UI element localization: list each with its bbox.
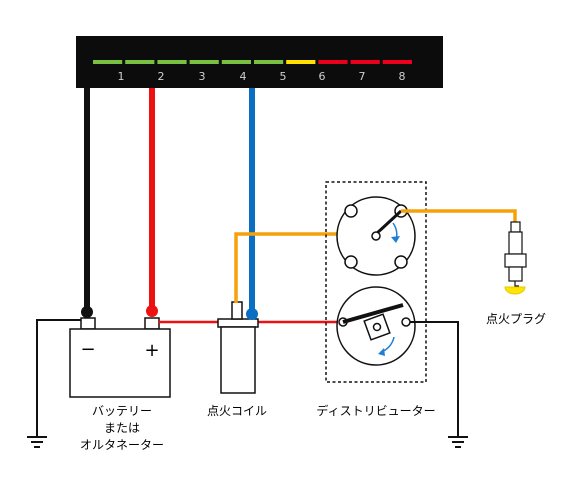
meter-number-1: 1 — [118, 70, 125, 83]
meter-segments — [93, 60, 412, 64]
meter-segment — [254, 60, 284, 64]
battery-ground-wire — [36, 319, 90, 437]
battery-negative-sign: − — [80, 339, 95, 360]
meter-segment — [382, 60, 412, 64]
meter-segment — [125, 60, 155, 64]
battery-positive-sign: + — [144, 340, 159, 361]
meter-number-8: 8 — [399, 70, 406, 83]
meter-number-5: 5 — [280, 70, 287, 83]
ground-symbol-right — [448, 436, 468, 448]
spark-plug-icon — [504, 221, 527, 295]
meter-number-3: 3 — [199, 70, 206, 83]
battery-label-line1: バッテリー — [92, 404, 152, 418]
battery-body — [69, 328, 171, 398]
meter-number-2: 2 — [158, 70, 165, 83]
battery-label-line2: または — [104, 421, 140, 435]
breaker-arm — [342, 303, 404, 324]
meter-number-4: 4 — [240, 70, 247, 83]
ignition-coil — [217, 301, 259, 394]
orange-wire-distributor-to-plug — [401, 209, 517, 224]
spark-glow — [504, 286, 526, 295]
meter-numbers: 1 2 3 4 5 6 7 8 — [118, 70, 406, 83]
battery-positive-terminal — [144, 317, 160, 330]
battery-label-line3: オルタネーター — [80, 438, 164, 452]
distributor-label: ディストリビューター — [316, 403, 435, 418]
meter-segment — [157, 60, 187, 64]
meter-number-7: 7 — [359, 70, 366, 83]
distributor-points — [336, 286, 416, 366]
meter-segment — [189, 60, 219, 64]
distributor-ground-wire — [410, 321, 459, 437]
meter-segment — [286, 60, 316, 64]
rotor — [374, 209, 403, 236]
coil-label: 点火コイル — [207, 404, 267, 418]
battery: − + — [69, 317, 171, 398]
meter-segment — [93, 60, 123, 64]
meter-number-6: 6 — [319, 70, 326, 83]
blue-wire-junction — [246, 308, 258, 320]
coil-terminal — [231, 301, 243, 320]
distributor-box — [325, 181, 427, 383]
black-wire-junction — [81, 306, 93, 318]
spark-plug-label: 点火プラグ — [486, 312, 546, 326]
distributor-cap — [336, 196, 416, 276]
meter-segment — [221, 60, 251, 64]
meter-segment — [318, 60, 348, 64]
ground-symbol-left — [27, 436, 47, 448]
battery-negative-terminal — [80, 317, 96, 330]
meter-segment — [350, 60, 380, 64]
orange-wire-coil-to-distributor — [234, 232, 374, 303]
red-wire-junction — [146, 305, 158, 317]
